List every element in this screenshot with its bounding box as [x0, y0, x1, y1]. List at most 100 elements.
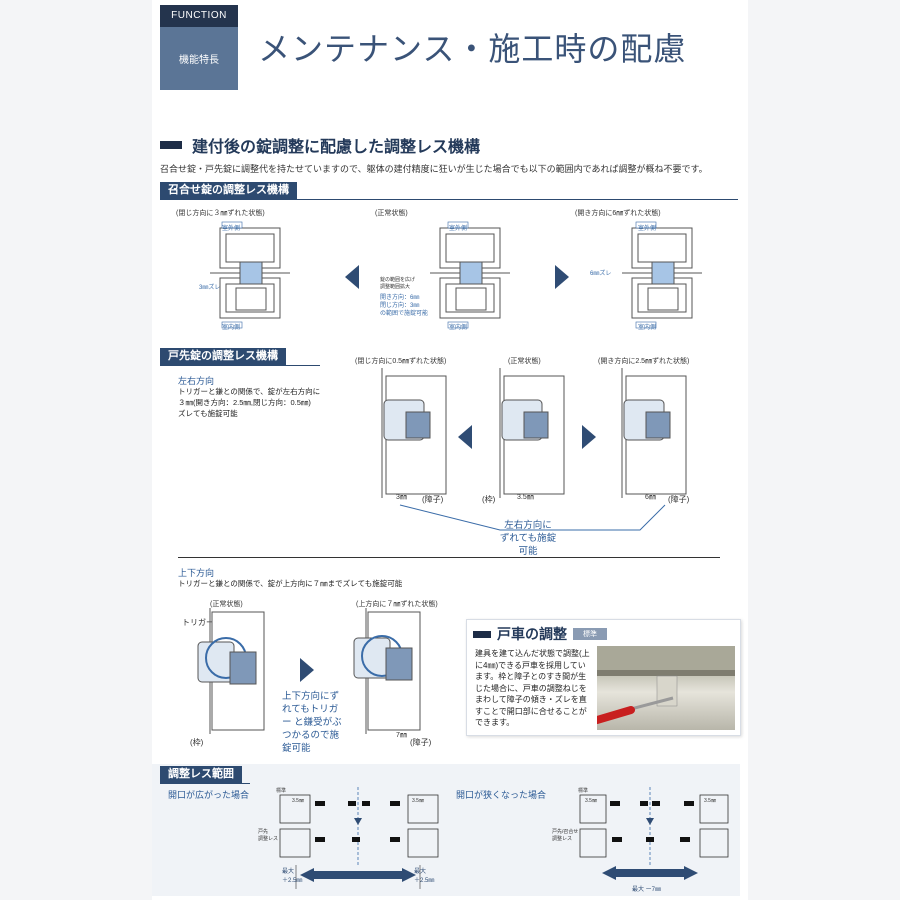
narrow-label-2: 調整レス: [552, 836, 573, 842]
shift-left-label: 3㎜ズレ: [199, 285, 221, 291]
narrow-label-1: 戸先/召合せ: [552, 829, 579, 835]
frame-label-ud: (枠): [190, 738, 204, 747]
wide-max-right-1: 最大: [414, 869, 427, 875]
outside-label-right: 室外側: [638, 226, 657, 232]
wide-max-right-2: ＋2.5㎜: [414, 878, 435, 884]
page-title: メンテナンス・施工時の配慮: [258, 31, 687, 67]
door-lock-label: 戸先: [258, 829, 269, 835]
door-caption-right: (開き方向に2.5㎜ずれた状態): [598, 358, 690, 365]
section-title-text: 建付後の錠調整に配慮した調整レス機構: [192, 139, 481, 156]
divider: [178, 557, 720, 558]
dim-35-narrow-right: 3.5㎜: [704, 798, 716, 804]
category-label: 機能特長: [160, 27, 238, 90]
roller-title-text: 戸車の調整: [497, 626, 567, 642]
meeting-caption-right: (開き方向に6㎜ずれた状態): [575, 210, 661, 217]
band-underline: [160, 783, 250, 784]
meeting-lock-drawing-left: [210, 221, 290, 329]
bracket-lines: [399, 504, 666, 531]
meeting-lock-drawing-right: [622, 221, 702, 329]
arrow-right-icon: [555, 265, 569, 289]
lr-heading: 左右方向: [178, 376, 215, 386]
std-label-narrow: 標準: [578, 788, 589, 794]
inside-label-center: 室内側: [449, 325, 468, 331]
door-caption-center: (正常状態): [508, 358, 541, 365]
dim-left: 3㎜: [396, 494, 407, 501]
dim-35-wide-right: 3.5㎜: [412, 798, 424, 804]
door-lock-drawing-left: [381, 368, 447, 498]
ud-caption-right: (上方向に７㎜ずれた状態): [356, 601, 438, 608]
meeting-lock-drawing-center: [430, 221, 510, 329]
lr-note: 左右方向に ずれても施錠 可能: [488, 519, 568, 558]
narrow-diagram: [579, 787, 729, 880]
meeting-caption-center: (正常状態): [375, 210, 408, 217]
frame-label-center: (枠): [482, 495, 496, 504]
shift-right-label: 6㎜ズレ: [590, 271, 612, 277]
wide-heading: 開口が広がった場合: [168, 790, 250, 800]
narrow-heading: 開口が狭くなった場合: [456, 790, 547, 800]
door-lock-band: 戸先錠の調整レス機構: [160, 348, 286, 365]
ud-heading: 上下方向: [178, 568, 215, 578]
wide-max-left-1: 最大: [282, 869, 295, 875]
center-note-2: 調整範囲拡大: [380, 284, 411, 290]
ud-note-3: ー と鎌受がぶ: [282, 717, 342, 728]
dim-right: 6㎜: [645, 494, 656, 501]
center-note-5: の範囲で施錠可能: [380, 311, 429, 317]
roller-adjust-box: 戸車の調整 標準 建具を建て込んだ状態で調整(上に4㎜)できる戸車を採用していま…: [466, 619, 741, 736]
adjust-less-label: 調整レス: [258, 836, 279, 842]
band-underline: [160, 365, 320, 366]
center-note-4: 閉じ方向：3㎜: [380, 303, 420, 309]
meeting-caption-left: (閉じ方向に３㎜ずれた状態): [176, 210, 265, 217]
screwdriver-icon: [597, 646, 735, 724]
lr-text-1: トリガーと鎌との関係で、錠が左右方向に: [178, 387, 321, 396]
center-note-3: 開き方向：6㎜: [380, 295, 420, 301]
ud-note-1: 上下方向にず: [282, 691, 340, 702]
center-note-1: 錠の範囲を広げ: [380, 277, 416, 283]
ud-note-2: れてもトリガ: [282, 704, 339, 715]
section-intro: 召合せ錠・戸先錠に調整代を持たせていますので、躯体の建付精度に狂いが生じた場合で…: [160, 164, 708, 174]
trigger-label: トリガー: [182, 618, 214, 627]
wide-max-left-2: ＋2.5㎜: [282, 878, 303, 884]
arrow-left-icon: [345, 265, 359, 289]
arrow-left-icon: [458, 425, 472, 449]
ud-drawing-left: [197, 608, 265, 734]
std-label-wide: 標準: [276, 788, 287, 794]
lr-note-3: 可能: [518, 546, 538, 557]
arrow-right-icon: [582, 425, 596, 449]
sash-label-right: (障子): [668, 495, 690, 504]
standard-badge: 標準: [573, 628, 607, 640]
roller-text: 建具を建て込んだ状態で調整(上に4㎜)できる戸車を採用しています。枠と障子とのす…: [475, 649, 590, 727]
meeting-lock-band: 召合せ錠の調整レス機構: [160, 182, 297, 199]
section-bar-icon: [160, 141, 182, 149]
function-tab: FUNCTION: [160, 5, 238, 27]
inside-label-right: 室内側: [638, 325, 657, 331]
dim-35-wide-left: 3.5㎜: [292, 798, 304, 804]
outside-label-left: 室外側: [222, 226, 241, 232]
range-band: 調整レス範囲: [160, 766, 242, 783]
sash-label-ud: (障子): [410, 738, 432, 747]
roller-title: 戸車の調整 標準: [473, 624, 607, 644]
ud-note-5: 錠可能: [282, 743, 311, 754]
dim-center: 3.5㎜: [517, 494, 534, 501]
section-bar-icon: [473, 630, 491, 638]
door-lock-drawing-center: [499, 368, 565, 498]
ud-caption-left: (正常状態): [210, 601, 243, 608]
inside-label-left: 室内側: [222, 325, 241, 331]
dim-ud: 7㎜: [396, 732, 407, 739]
ud-text: トリガーと鎌との関係で、錠が上方向に７㎜までズレても施錠可能: [178, 579, 403, 588]
ud-drawing-right: [353, 608, 421, 734]
dim-35-narrow-left: 3.5㎜: [585, 798, 597, 804]
section-title: 建付後の錠調整に配慮した調整レス機構: [160, 133, 480, 157]
sash-label-left: (障子): [422, 495, 444, 504]
band-underline: [160, 199, 738, 200]
arrow-right-icon: [300, 658, 314, 682]
lr-text-3: ズレても施錠可能: [178, 409, 238, 418]
narrow-max: 最大 ー7㎜: [632, 887, 662, 893]
ud-note: 上下方向にず れてもトリガ ー と鎌受がぶ つかるので施 錠可能: [282, 690, 352, 755]
ud-note-4: つかるので施: [282, 730, 340, 741]
door-caption-left: (閉じ方向に0.5㎜ずれた状態): [355, 358, 447, 365]
wide-diagram: [279, 787, 439, 889]
roller-photo: [597, 646, 735, 730]
door-lock-drawing-right: [621, 368, 687, 498]
lr-text-2: ３㎜(開き方向：2.5㎜,閉じ方向：0.5㎜): [178, 398, 311, 407]
